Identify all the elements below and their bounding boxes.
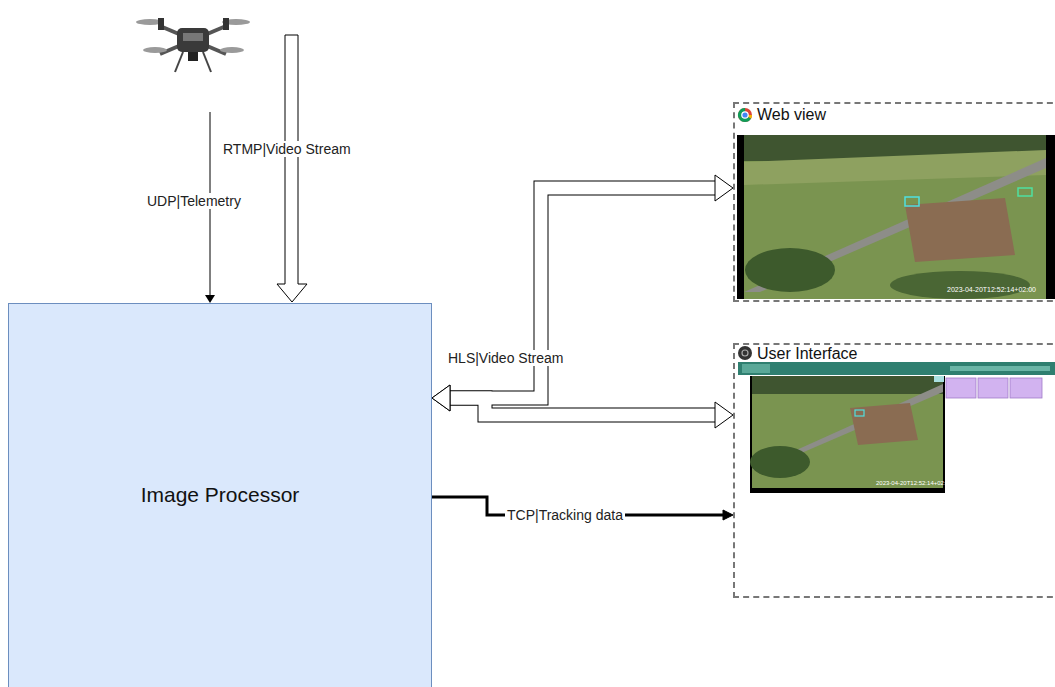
stream-connector (449, 188, 716, 398)
arrow-head (723, 510, 733, 520)
connector-path (449, 188, 716, 398)
band-fills (449, 188, 716, 415)
band-outline (449, 398, 716, 415)
processor-box: Image Processor (8, 303, 432, 687)
band-outline (449, 188, 716, 398)
app-icon (738, 346, 752, 360)
band-outlines (449, 188, 716, 415)
edge-label: TCP|Tracking data (505, 507, 625, 523)
web-view-panel: Web view (733, 102, 1055, 302)
video-stream-arrow (277, 35, 307, 302)
timestamp-label: 2023-04-20T12:52:14+02:00 (876, 480, 952, 487)
band-fill (449, 398, 716, 415)
stream-connector (449, 398, 716, 415)
user-interface-screenshot (738, 362, 1055, 493)
arrow-head (432, 385, 450, 411)
node-text: User Interface (757, 345, 857, 363)
signal-label: UDP|Telemetry (145, 193, 243, 209)
drone-illustration (136, 18, 250, 72)
arrow-heads (432, 175, 733, 428)
arrow-head (715, 175, 733, 201)
node-text: Image Processor (141, 483, 300, 507)
edge-label: HLS|Video Stream (447, 350, 564, 366)
timestamp-label: 2023-04-20T12:52:14+02:00 (947, 286, 1036, 294)
arrow-head (715, 402, 733, 428)
connector-path (449, 398, 716, 415)
web-view-screenshot (737, 135, 1055, 299)
arrow-head (432, 385, 450, 411)
node-text: Web view (757, 105, 826, 125)
band-fill (449, 188, 716, 398)
chrome-icon (738, 108, 752, 122)
user-interface-panel: User Interface (733, 343, 1055, 598)
signal-label: RTMP|Video Stream (221, 141, 353, 157)
